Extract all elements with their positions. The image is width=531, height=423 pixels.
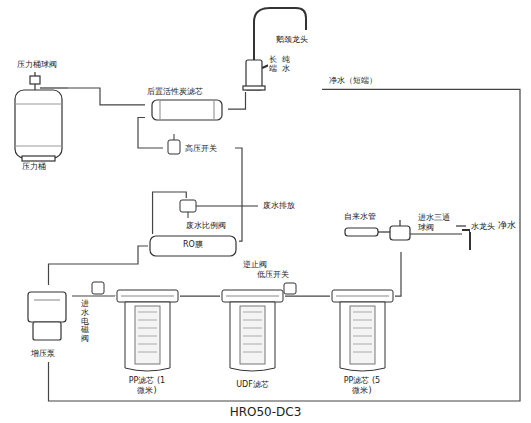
part-label: 压力桶球阀 — [16, 60, 58, 70]
component-node: 鹅颈龙头 — [232, 3, 322, 92]
component-node: UDF滤芯 — [220, 288, 285, 398]
component-node: 高压开关 — [163, 132, 235, 164]
component-label: 废水比例阀 — [186, 221, 232, 231]
water-pipe — [180, 295, 220, 296]
component-label: RO膜 — [148, 240, 238, 250]
component-node: 后置活性炭滤芯 — [145, 86, 228, 128]
component-label: 高压开关 — [185, 144, 233, 154]
component-node: 进水三通球阀 — [388, 213, 453, 252]
water-pipe — [235, 148, 242, 241]
component-label: 鹅颈龙头 — [276, 35, 316, 45]
component-label: UDF滤芯 — [225, 380, 280, 390]
component-label: 后置活性炭滤芯 — [147, 87, 226, 97]
pipe-label: 净水 — [497, 220, 517, 231]
part-label: 进水电磁阀 — [80, 300, 90, 344]
part-label: 长端 — [268, 56, 278, 74]
water-pipe — [68, 88, 145, 105]
component-node: PP滤芯 (1微米) — [115, 288, 180, 398]
model-caption: HRO50-DC3 — [0, 405, 531, 419]
component-node: 废水比例阀 — [178, 198, 233, 232]
part-label: 废水排放 — [262, 201, 296, 211]
component-label: 增压泵 — [31, 349, 69, 359]
component-node: RO膜 — [148, 234, 239, 258]
part-label: 低压开关 — [256, 270, 290, 280]
water-pipe — [49, 89, 521, 401]
component-label: 进水三通球阀 — [418, 213, 452, 232]
part-label: 自来水管 — [343, 212, 377, 222]
part-label: 纯水 — [281, 56, 291, 74]
water-pipe — [228, 92, 246, 109]
part-label: 水龙头 — [470, 222, 496, 232]
component-label: PP滤芯 (1微米) — [127, 376, 167, 395]
water-pipe — [395, 252, 401, 296]
water-pipe — [72, 295, 115, 296]
water-pipe — [285, 295, 330, 296]
component-label: PP滤芯 (5微米) — [342, 376, 382, 395]
component-node: 增压泵 — [25, 285, 72, 362]
component-node: PP滤芯 (5微米) — [330, 288, 395, 398]
part-label: 逆止阀 — [242, 260, 268, 270]
water-pipe — [138, 118, 163, 149]
water-pipe — [49, 246, 149, 285]
water-pipe — [153, 192, 187, 234]
part-label: 净水（短端） — [328, 76, 378, 86]
component-label: 压力桶 — [22, 162, 62, 172]
component-node: 压力桶 — [12, 78, 68, 178]
